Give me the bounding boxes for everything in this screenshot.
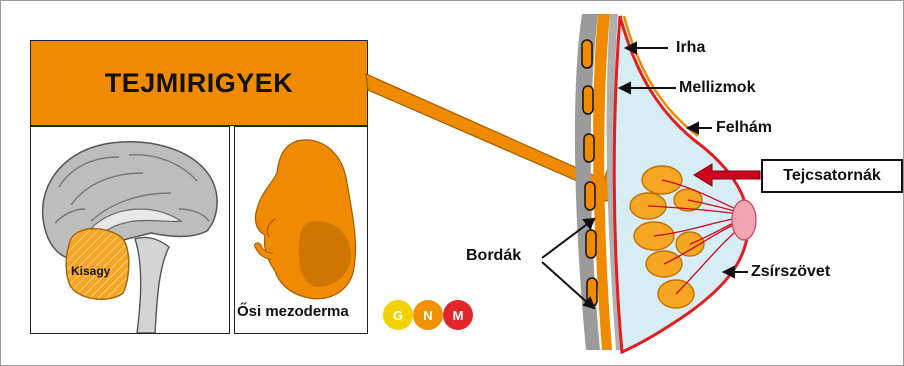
label-irha: Irha: [676, 39, 705, 57]
rib: [585, 182, 595, 210]
tejcsatornak-text: Tejcsatornák: [783, 167, 881, 185]
rib: [584, 134, 594, 162]
logo-g: G: [383, 300, 413, 330]
logo-m: M: [443, 300, 473, 330]
rib: [582, 40, 592, 68]
label-bordak: Bordák: [466, 247, 521, 265]
label-zsirszovet: Zsírszövet: [751, 263, 830, 281]
rib: [583, 86, 593, 114]
label-tejcsatornak: Tejcsatornák: [761, 159, 903, 193]
label-mellizmok: Mellizmok: [679, 79, 755, 97]
rib: [586, 230, 596, 258]
gnm-logo: G N M: [383, 300, 475, 330]
nipple: [732, 200, 756, 240]
label-felham: Felhám: [716, 119, 772, 137]
logo-n: N: [413, 300, 443, 330]
